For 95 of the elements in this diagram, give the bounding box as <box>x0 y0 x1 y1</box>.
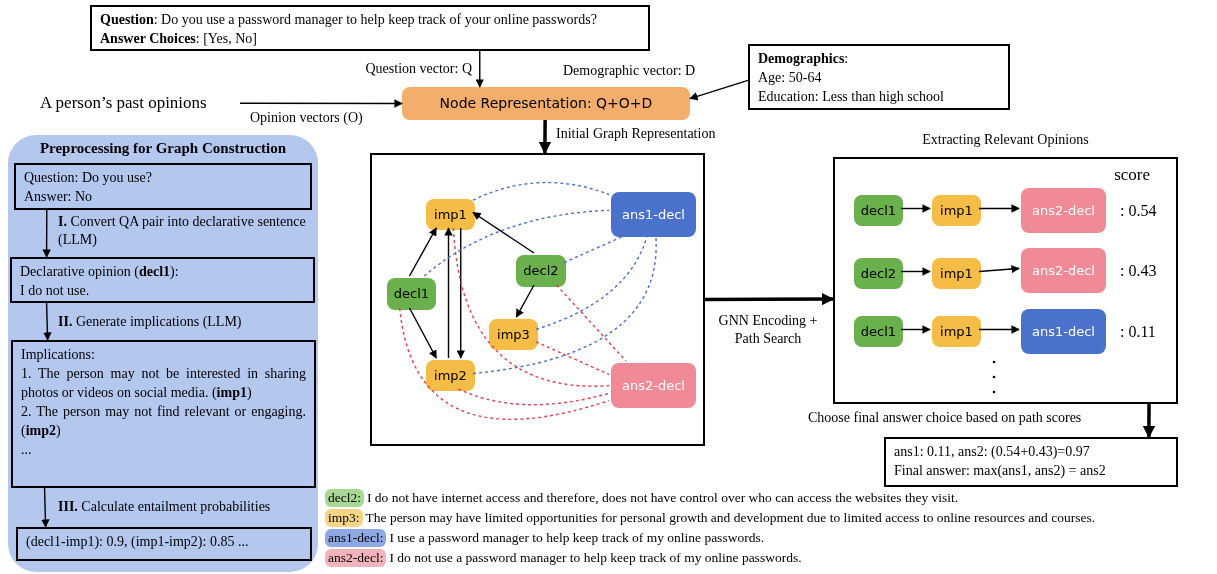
box-text: I do not use. <box>20 282 91 300</box>
dashed-connector <box>535 234 648 331</box>
graph-node: imp1 <box>426 199 475 230</box>
score-value: : 0.11 <box>1120 321 1156 342</box>
edge-label: Demographic vector: D <box>563 62 697 80</box>
arrow <box>900 267 931 276</box>
graph-node: ans2-decl <box>611 363 696 408</box>
legend-swatch: ans1-decl: <box>325 529 387 547</box>
step-box <box>11 340 316 488</box>
column-heading: score <box>1114 164 1150 186</box>
graph-node: ans1-decl <box>611 192 696 237</box>
graph-node: decl2 <box>516 255 566 287</box>
dashed-connector <box>399 307 610 420</box>
box-text: Question: Do you use a password manager to help keep track of your online passwords? <box>100 11 598 29</box>
edge-label: Choose final answer choice based on path scores <box>808 409 1083 427</box>
path-node: imp1 <box>932 258 981 289</box>
dashed-connector <box>472 181 610 201</box>
result-box <box>884 437 1178 487</box>
box-text: Education: Less than high school <box>758 88 945 106</box>
graph-node: imp2 <box>426 360 475 391</box>
arrow <box>475 50 484 88</box>
frame-heading: Extracting Relevant Opinions <box>921 131 1090 149</box>
box-text: Question: Do you use? <box>24 169 153 187</box>
step-box <box>14 163 312 210</box>
edge-label: II. Generate implications (LLM) <box>58 313 243 331</box>
dashed-connector <box>535 341 610 376</box>
dashed-connector <box>555 284 627 362</box>
arrow <box>43 302 52 341</box>
arrow <box>689 79 749 101</box>
arrow <box>978 325 1020 334</box>
representation-box: Node Representation: Q+O+D <box>402 87 690 120</box>
legend-text: The person may have limited opportunities for personal growth and development due to limited access to online resources and courses. <box>364 509 1096 527</box>
box-text: 1. The person may not be interested in sharing photos or videos on social media. (imp1) <box>21 365 306 402</box>
path-node: ans1-decl <box>1021 309 1106 354</box>
path-node: decl2 <box>854 258 903 289</box>
box-text: Demographics: <box>758 50 850 68</box>
arrow <box>705 292 835 306</box>
arrow <box>444 227 453 359</box>
legend-text: I do not have internet access and therefore, does not have control over who can access the websites they visit. <box>366 489 959 507</box>
panel-title: Preprocessing for Graph Construction <box>38 139 288 158</box>
legend-text: I do not use a password manager to help keep track of my online passwords. <box>388 549 802 567</box>
path-node: imp1 <box>932 316 981 347</box>
arrow <box>239 99 403 108</box>
box-text: (decl1-imp1): 0.9, (imp1-imp2): 0.85 ... <box>26 533 250 551</box>
demographics-box <box>748 44 1010 110</box>
box-text: Declarative opinion (decl1): <box>20 263 180 281</box>
box-text: ans1: 0.11, ans2: (0.54+0.43)=0.97 <box>894 443 1091 461</box>
arrow <box>515 284 535 318</box>
path-node: decl1 <box>854 316 903 347</box>
arrow <box>900 204 931 213</box>
path-node: decl1 <box>854 195 903 226</box>
path-node: ans2-decl <box>1021 248 1106 293</box>
box-text: Final answer: max(ans1, ans2) = ans2 <box>894 462 1107 480</box>
path-node: ans2-decl <box>1021 188 1106 233</box>
arrow <box>538 120 552 155</box>
score-value: : 0.43 <box>1120 260 1157 281</box>
edge-label: Opinion vectors (O) <box>250 109 364 127</box>
box-text: 2. The person may not find relevant or engaging. (imp2) <box>21 403 306 440</box>
dashed-connector <box>452 227 610 387</box>
edge-label: Question vector: Q <box>364 60 472 78</box>
preprocessing-panel <box>8 135 318 572</box>
legend-text: I use a password manager to help keep track of my online passwords. <box>388 529 764 547</box>
graph-node: decl1 <box>387 278 436 310</box>
arrow <box>41 487 50 528</box>
arrow <box>900 325 931 334</box>
arrow <box>978 204 1020 213</box>
legend-swatch: imp3: <box>325 509 363 527</box>
step-box <box>10 257 315 303</box>
box-text: Age: 50-64 <box>758 69 823 87</box>
arrow <box>42 209 51 258</box>
path-node: imp1 <box>932 195 981 226</box>
edge-label: III. Calculate entailment probabilities <box>58 498 272 516</box>
edge-label: GNN Encoding + Path Search <box>717 312 819 348</box>
arrow <box>472 211 535 254</box>
box-text: Answer Choices: [Yes, No] <box>100 30 258 48</box>
score-value: : 0.54 <box>1120 200 1157 221</box>
edge-label: Initial Graph Representation <box>556 125 717 143</box>
arrow <box>408 227 437 277</box>
arrow <box>1142 404 1156 439</box>
box-text: ... <box>21 441 33 459</box>
dashed-connector <box>423 209 610 277</box>
dashed-connector <box>457 388 610 406</box>
arrow <box>408 307 437 359</box>
arrow <box>978 264 1020 274</box>
source-text: A person’s past opinions <box>40 90 240 114</box>
question-box <box>90 5 650 51</box>
graph-frame <box>370 153 705 446</box>
graph-node: imp3 <box>489 319 538 350</box>
edge-label: I. Convert QA pair into declarative sentence (LLM) <box>58 213 307 249</box>
box-text: Answer: No <box>24 188 94 206</box>
step-box <box>16 527 312 561</box>
arrow <box>456 227 465 359</box>
box-text: Implications: <box>21 346 96 364</box>
legend-swatch: ans2-decl: <box>325 549 387 567</box>
legend-swatch: decl2: <box>325 489 364 507</box>
